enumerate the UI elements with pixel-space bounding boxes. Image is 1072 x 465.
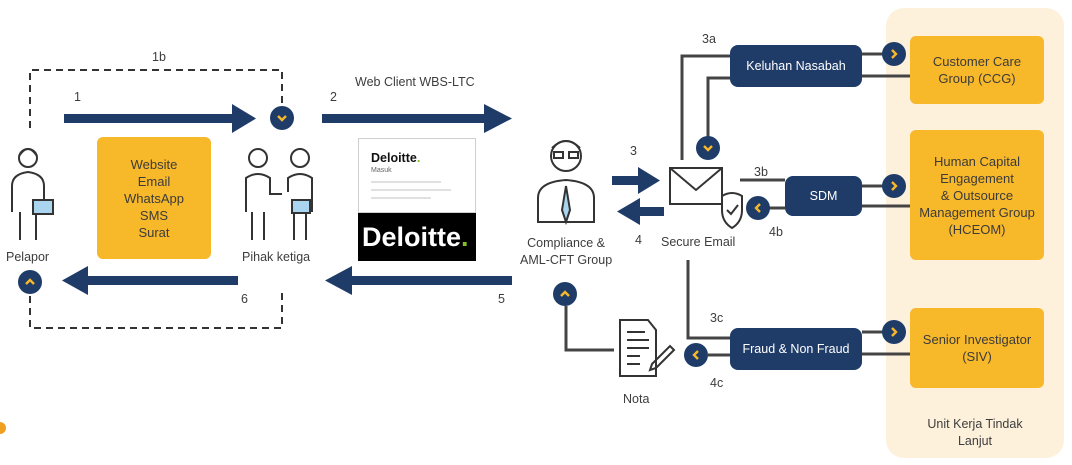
compliance-label: Compliance & AML-CFT Group: [520, 236, 613, 267]
step-1: 1: [74, 90, 81, 104]
partial-logo-icon: [0, 422, 6, 434]
step-3: 3: [630, 144, 637, 158]
step-2: 2: [330, 90, 337, 104]
chevron-down-icon: [696, 136, 720, 160]
chevron-left-icon: [746, 196, 770, 220]
ccg-unit-text: Customer Care Group (CCG): [932, 54, 1022, 86]
deloitte-small-logo: Deloitte.: [371, 151, 421, 165]
arrow-1: [64, 104, 256, 133]
deloitte-login-screenshot: Deloitte. Masuk: [358, 138, 476, 213]
compliance-officer-icon: [537, 140, 595, 226]
chevron-right-icon: [882, 174, 906, 198]
chevron-left-icon: [684, 343, 708, 367]
route-3a-line: [680, 54, 730, 160]
flow-1b-dashed-line: [29, 69, 283, 128]
step-5: 5: [498, 292, 505, 306]
ccg-unit-box: Customer Care Group (CCG): [910, 36, 1044, 104]
reporting-channels-box: Website Email WhatsApp SMS Surat: [97, 137, 211, 259]
fraud-pill: Fraud & Non Fraud: [730, 328, 862, 370]
arrow-3: [612, 167, 660, 194]
chevron-right-icon: [882, 42, 906, 66]
pelapor-label: Pelapor: [6, 250, 50, 264]
step-6: 6: [241, 292, 248, 306]
flow-6-dashed-line: [29, 292, 283, 329]
step-4: 4: [635, 233, 642, 247]
hceom-unit-box: Human Capital Engagement & Outsource Man…: [910, 130, 1044, 260]
step-3a: 3a: [702, 32, 716, 46]
step-3b: 3b: [754, 165, 768, 179]
siv-unit-text: Senior Investigator (SIV): [922, 332, 1032, 364]
chevron-right-icon: [882, 320, 906, 344]
chevron-up-icon: [18, 270, 42, 294]
chevron-down-icon: [270, 106, 294, 130]
pelapor-icon: [11, 148, 54, 240]
step-4c: 4c: [710, 376, 724, 390]
arrow-5: [325, 266, 512, 295]
reporting-channels-text: Website Email WhatsApp SMS Surat: [124, 156, 184, 240]
sdm-pill: SDM: [785, 176, 862, 216]
arrow-2: [322, 104, 512, 133]
step-1b: 1b: [152, 50, 166, 64]
step-4b: 4b: [769, 225, 783, 239]
nota-document-icon: [619, 319, 676, 377]
hceom-unit-text: Human Capital Engagement & Outsource Man…: [919, 153, 1035, 237]
panel-label: Unit Kerja Tindak Lanjut: [927, 417, 1023, 448]
web-client-label: Web Client WBS-LTC: [355, 75, 475, 89]
pihak-ketiga-label: Pihak ketiga: [242, 250, 311, 264]
siv-unit-box: Senior Investigator (SIV): [910, 308, 1044, 388]
arrow-4: [617, 198, 664, 225]
keluhan-nasabah-pill: Keluhan Nasabah: [730, 45, 862, 87]
nota-label: Nota: [623, 392, 650, 406]
secure-email-label: Secure Email: [661, 235, 736, 249]
secure-email-icon: [669, 167, 743, 230]
arrow-6: [62, 266, 238, 295]
deloitte-login-text: Masuk: [371, 167, 392, 174]
nota-return-line: [564, 306, 614, 352]
deloitte-logo: Deloitte.: [358, 213, 476, 261]
route-3c-line: [686, 260, 730, 340]
step-3c: 3c: [710, 311, 724, 325]
chevron-up-icon: [553, 282, 577, 306]
pihak-ketiga-icon: [245, 148, 313, 240]
route-3a-return-line: [706, 76, 730, 138]
